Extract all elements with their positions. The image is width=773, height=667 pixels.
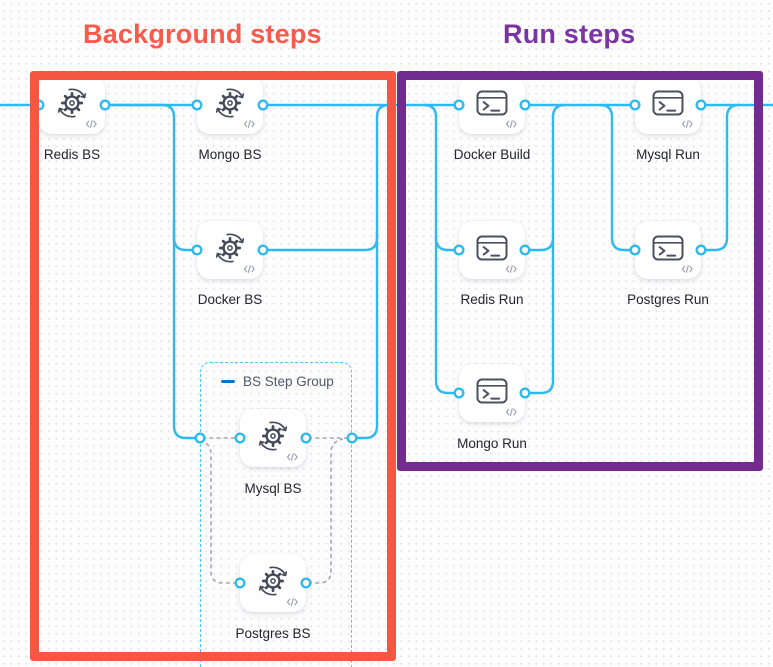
- step-group-container[interactable]: BS Step Group: [200, 362, 352, 667]
- port-postgres-bs-out[interactable]: [300, 577, 312, 589]
- port-postgres-run-out[interactable]: [695, 244, 707, 256]
- port-redis-bs-out[interactable]: [99, 99, 111, 111]
- port-group-in[interactable]: [194, 432, 206, 444]
- step-card-redis-run[interactable]: [459, 221, 525, 279]
- step-card-mysql-bs[interactable]: [240, 409, 306, 467]
- step-label-mysql-bs: Mysql BS: [244, 481, 302, 496]
- port-mongo-run-in[interactable]: [453, 387, 465, 399]
- step-label-docker-build: Docker Build: [453, 147, 531, 162]
- port-postgres-run-in[interactable]: [629, 244, 641, 256]
- edge-postgres-run-merge: [701, 103, 740, 252]
- port-mongo-bs-out[interactable]: [257, 99, 269, 111]
- edge-mongo-run-merge: [525, 240, 555, 395]
- step-label-mysql-run: Mysql Run: [636, 147, 700, 162]
- port-mongo-run-out[interactable]: [519, 387, 531, 399]
- step-label-mongo-bs: Mongo BS: [198, 147, 262, 162]
- edge-run-split-postgres: [599, 103, 635, 252]
- port-mysql-run-out[interactable]: [695, 99, 707, 111]
- step-card-mongo-run[interactable]: [459, 364, 525, 422]
- step-card-docker-build[interactable]: [459, 76, 525, 134]
- step-label-mongo-run: Mongo Run: [457, 436, 527, 451]
- step-label-postgres-run: Postgres Run: [627, 292, 709, 307]
- edge-group-merge-up: [352, 103, 390, 440]
- port-mysql-run-in[interactable]: [629, 99, 641, 111]
- step-card-mysql-run[interactable]: [635, 76, 701, 134]
- step-card-redis-bs[interactable]: [39, 76, 105, 134]
- edge-postgres-out: [308, 438, 344, 584]
- background-steps-annotation-box: [30, 71, 396, 661]
- step-group-label: BS Step Group: [243, 374, 334, 389]
- collapse-minus-icon[interactable]: [221, 379, 235, 384]
- background-steps-title: Background steps: [83, 19, 322, 49]
- step-card-docker-bs[interactable]: [197, 221, 263, 279]
- edge-redis-run-merge: [525, 103, 566, 252]
- step-label-redis-run: Redis Run: [460, 292, 524, 307]
- step-label-docker-bs: Docker BS: [197, 292, 263, 307]
- port-mongo-bs-in[interactable]: [191, 99, 203, 111]
- port-mysql-bs-in[interactable]: [234, 432, 246, 444]
- step-label-postgres-bs: Postgres BS: [235, 626, 311, 641]
- edge-bg-split-down: [105, 103, 195, 440]
- port-redis-run-out[interactable]: [519, 244, 531, 256]
- step-card-postgres-run[interactable]: [635, 221, 701, 279]
- edge-run-split-mongo: [434, 236, 459, 395]
- port-mysql-bs-out[interactable]: [300, 432, 312, 444]
- port-docker-build-out[interactable]: [519, 99, 531, 111]
- port-postgres-bs-in[interactable]: [234, 577, 246, 589]
- port-docker-bs-in[interactable]: [191, 244, 203, 256]
- port-redis-run-in[interactable]: [453, 244, 465, 256]
- step-card-mongo-bs[interactable]: [197, 76, 263, 134]
- step-card-postgres-bs[interactable]: [240, 554, 306, 612]
- run-steps-title: Run steps: [503, 19, 636, 49]
- port-docker-bs-out[interactable]: [257, 244, 269, 256]
- port-group-out[interactable]: [346, 432, 358, 444]
- step-label-redis-bs: Redis BS: [43, 147, 101, 162]
- run-steps-annotation-box: [397, 71, 763, 471]
- port-docker-build-in[interactable]: [453, 99, 465, 111]
- edge-bg-to-docker-bs: [172, 220, 197, 252]
- step-group-header: BS Step Group: [201, 363, 351, 389]
